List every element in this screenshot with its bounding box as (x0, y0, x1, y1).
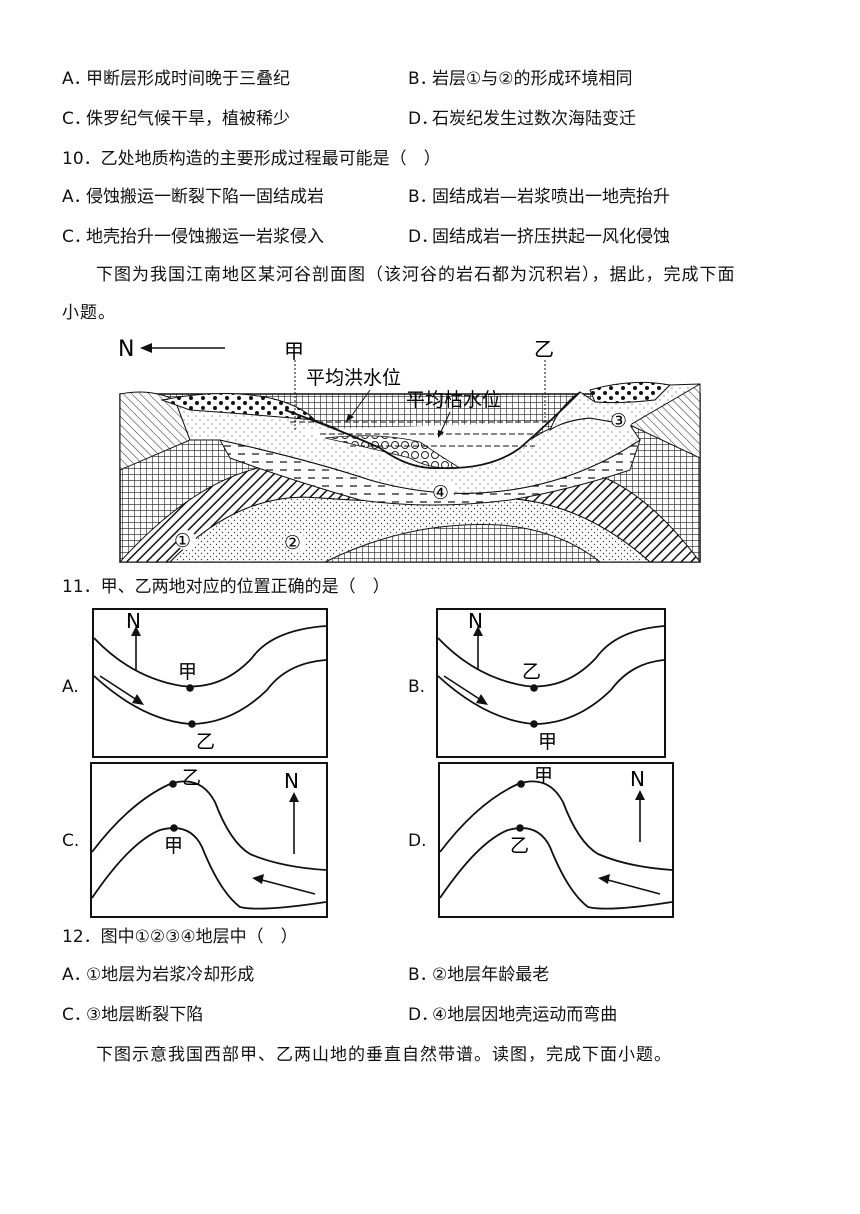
option-label: B． (408, 187, 437, 207)
q9-option-a: A．甲断层形成时间晚于三叠纪 (62, 68, 290, 90)
option-label: C． (62, 227, 91, 247)
svg-text:④: ④ (432, 482, 449, 504)
layer-4-label: ④ (432, 482, 454, 504)
point-label-bottom: 甲 (538, 731, 557, 753)
point-label-top: 甲 (178, 661, 197, 683)
q11-map-b: N 乙 甲 (436, 608, 666, 758)
yi-label: 乙 (534, 337, 554, 361)
north-label: N (284, 769, 299, 793)
option-text: ①地层为岩浆冷却形成 (86, 965, 255, 985)
q11-map-a: N 甲 乙 (92, 608, 328, 758)
q10-option-d: D．固结成岩一挤压拱起一风化侵蚀 (408, 226, 670, 248)
option-text: 石炭纪发生过数次海陆变迁 (432, 109, 636, 129)
avg-dry-level-label: 平均枯水位 (406, 389, 501, 411)
option-label: B． (408, 965, 437, 985)
point-label-bottom: 甲 (164, 835, 183, 857)
option-text: ③地层断裂下陷 (86, 1005, 204, 1025)
option-label: A． (62, 187, 91, 207)
q10-option-b: B．固结成岩—岩浆喷出一地壳抬升 (408, 186, 670, 208)
option-label: C． (62, 109, 91, 129)
option-text: 固结成岩一挤压拱起一风化侵蚀 (432, 227, 670, 247)
option-text: 侏罗纪气候干旱，植被稀少 (86, 109, 290, 129)
layer-1-label: ① (174, 530, 196, 552)
q9-option-d: D．石炭纪发生过数次海陆变迁 (408, 108, 636, 130)
q12-option-c: C．③地层断裂下陷 (62, 1004, 203, 1026)
q9-option-b: B．岩层①与②的形成环境相同 (408, 68, 632, 90)
option-label: B． (408, 69, 437, 89)
option-text: 甲断层形成时间晚于三叠纪 (86, 69, 290, 89)
option-text: ④地层因地壳运动而弯曲 (432, 1005, 618, 1025)
north-label: N (630, 767, 645, 791)
q10-option-a: A．侵蚀搬运一断裂下陷一固结成岩 (62, 186, 324, 208)
point-label-bottom: 乙 (510, 835, 529, 857)
q11-map-c: N 乙 甲 (90, 762, 328, 918)
q11-map-a-label: A. (62, 677, 79, 697)
layer-3-label: ③ (610, 410, 632, 432)
point-label-top: 甲 (534, 765, 553, 787)
q11-map-b-label: B. (408, 677, 426, 697)
option-text: ②地层年龄最老 (432, 965, 550, 985)
point-label-top: 乙 (182, 767, 201, 789)
q11-stem: 11．甲、乙两地对应的位置正确的是（ ） (62, 577, 390, 597)
point-label-top: 乙 (522, 661, 541, 683)
q11-map-d-label: D. (408, 831, 427, 851)
option-text: 侵蚀搬运一断裂下陷一固结成岩 (86, 187, 324, 207)
point-label-bottom: 乙 (196, 731, 215, 753)
q12-stem: 12．图中①②③④地层中（ ） (62, 927, 298, 947)
q11-map-c-label: C. (62, 831, 80, 851)
option-label: D． (408, 1005, 439, 1025)
option-text: 固结成岩—岩浆喷出一地壳抬升 (432, 187, 670, 207)
river-valley-cross-section: N 甲 乙 平均洪水位 平均枯水位 ① ② ③ ④ (118, 337, 701, 563)
option-text: 地壳抬升一侵蚀搬运一岩浆侵入 (86, 227, 324, 247)
intro-paragraph-line2: 小题。 (62, 303, 116, 323)
q12-option-b: B．②地层年龄最老 (408, 964, 549, 986)
option-label: D． (408, 227, 439, 247)
north-label: N (126, 609, 141, 633)
option-label: A． (62, 69, 91, 89)
q12-option-d: D．④地层因地壳运动而弯曲 (408, 1004, 617, 1026)
intro-paragraph-line1: 下图为我国江南地区某河谷剖面图（该河谷的岩石都为沉积岩），据此，完成下面 (96, 265, 736, 285)
option-label: C． (62, 1005, 91, 1025)
layer-2-label: ② (284, 532, 306, 554)
avg-flood-level-label: 平均洪水位 (306, 367, 401, 389)
option-text: 岩层①与②的形成环境相同 (432, 69, 633, 89)
svg-text:②: ② (284, 532, 301, 554)
intro-paragraph-2: 下图示意我国西部甲、乙两山地的垂直自然带谱。读图，完成下面小题。 (96, 1045, 672, 1065)
north-label: N (118, 337, 134, 362)
q12-option-a: A．①地层为岩浆冷却形成 (62, 964, 254, 986)
option-label: A． (62, 965, 91, 985)
jia-label: 甲 (284, 339, 304, 363)
q10-option-c: C．地壳抬升一侵蚀搬运一岩浆侵入 (62, 226, 324, 248)
north-label: N (468, 609, 483, 633)
q10-stem: 10．乙处地质构造的主要形成过程最可能是（ ） (62, 149, 441, 169)
option-label: D． (408, 109, 439, 129)
q9-option-c: C．侏罗纪气候干旱，植被稀少 (62, 108, 290, 130)
svg-text:③: ③ (610, 410, 627, 432)
svg-text:①: ① (174, 530, 191, 552)
q11-map-d: N 甲 乙 (438, 762, 674, 918)
